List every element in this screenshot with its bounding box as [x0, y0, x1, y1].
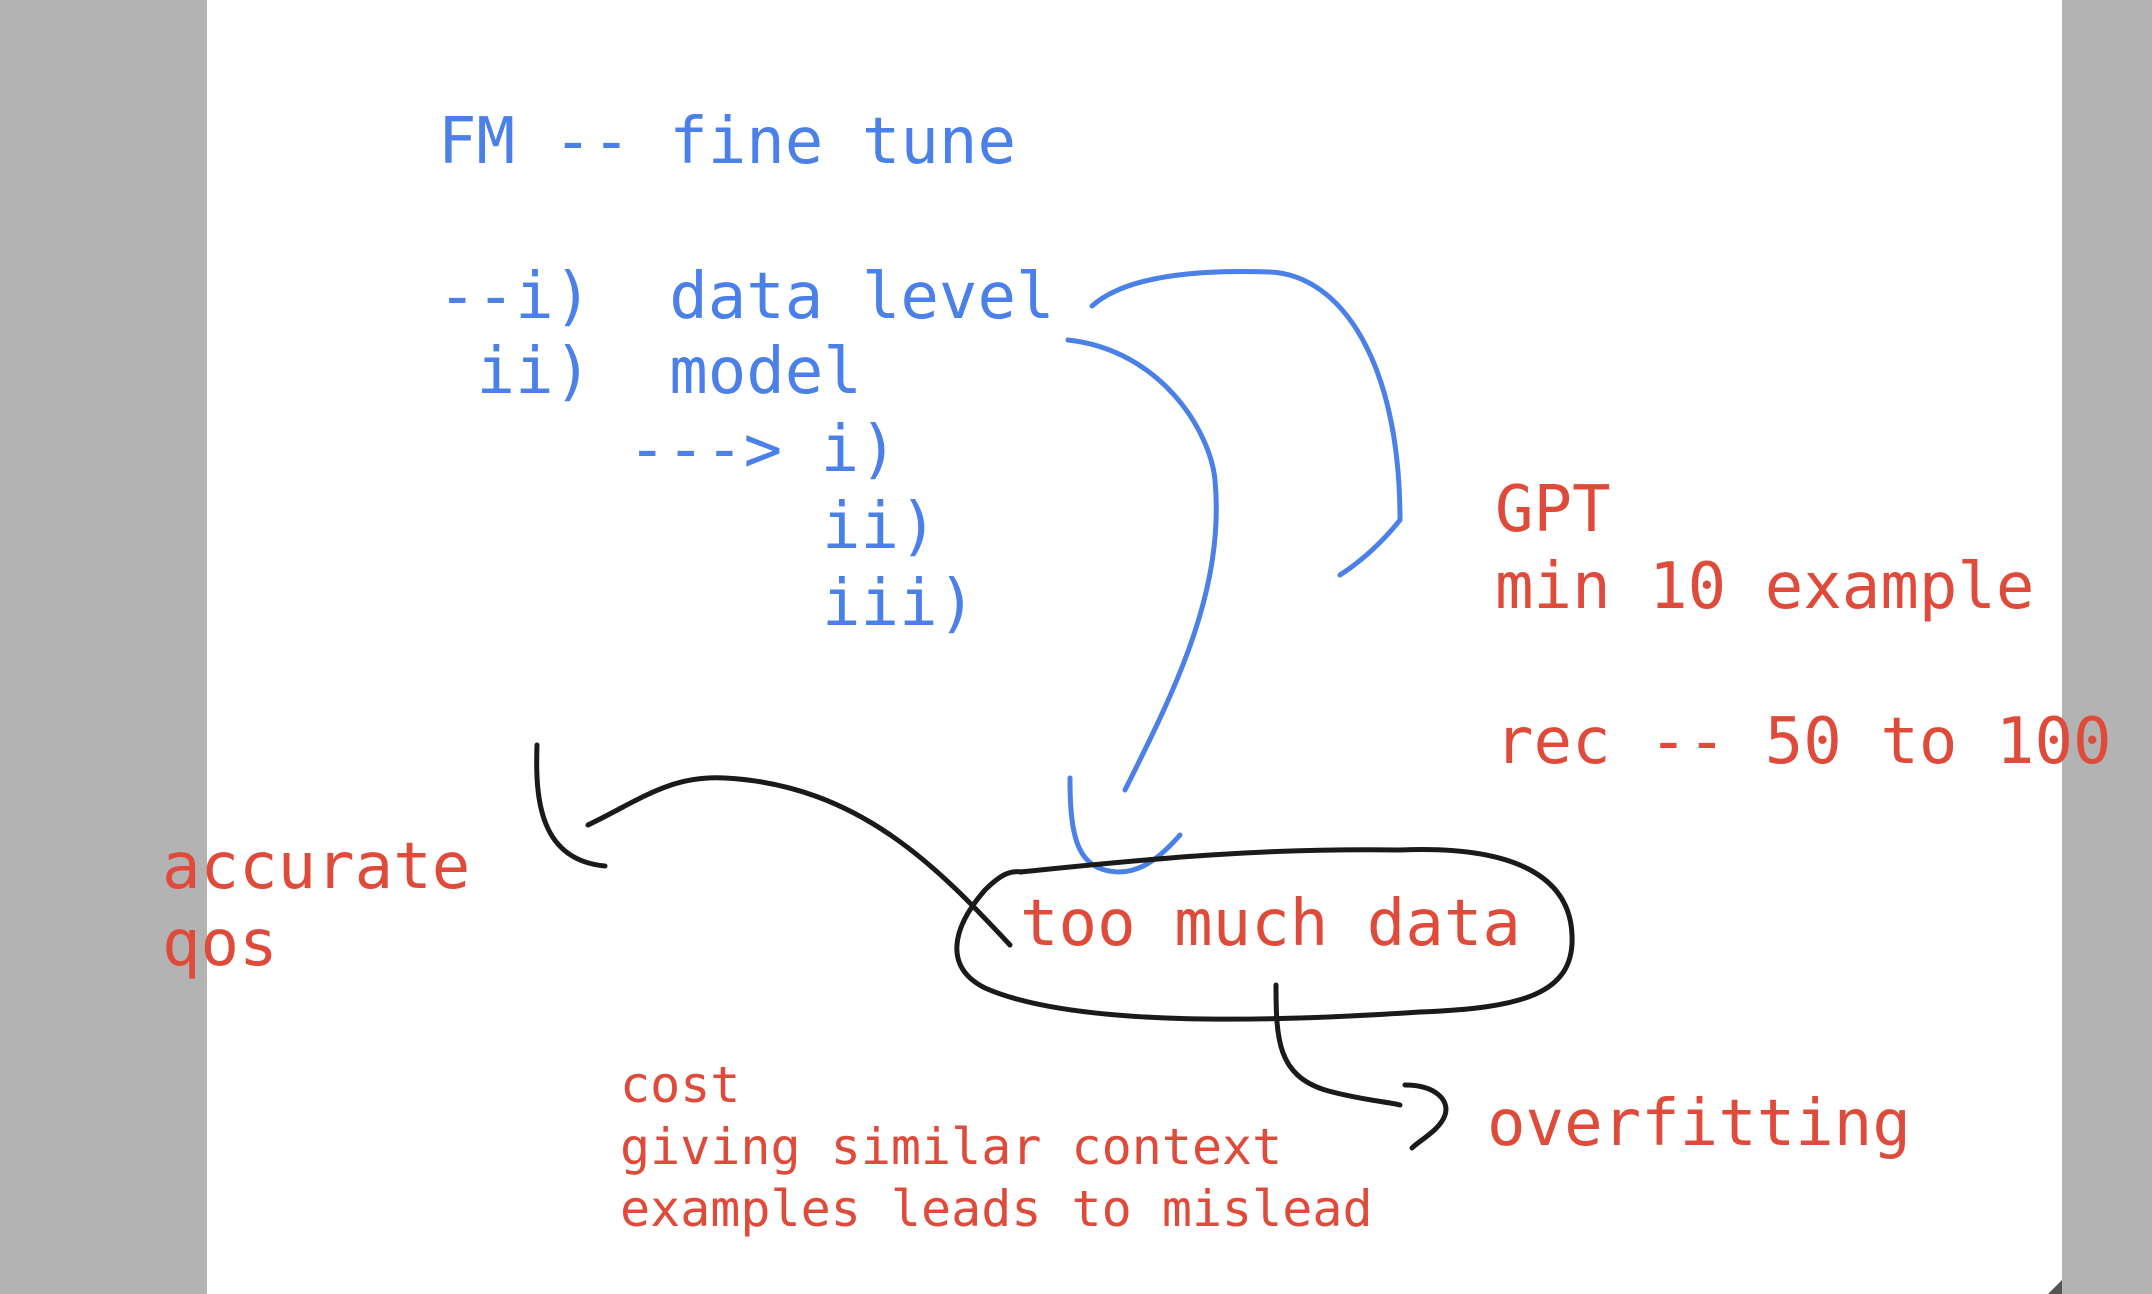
note-examples-mislead: examples leads to mislead [620, 1180, 1373, 1238]
note-model-subitem-2: ii) [822, 490, 938, 564]
note-qos: qos [162, 907, 278, 981]
note-model-subitem-3: iii) [822, 567, 977, 641]
page-corner-marker [2048, 1280, 2062, 1294]
note-data-level: --i) data level [438, 260, 1055, 334]
note-model-subitem-1: ---> i) [628, 413, 898, 487]
note-model: ii) model [438, 335, 862, 409]
note-gpt-label: GPT [1495, 473, 1611, 547]
note-too-much-data: too much data [1020, 887, 1521, 961]
note-title: FM -- fine tune [438, 105, 1016, 179]
note-overfitting: overfitting [1487, 1087, 1911, 1161]
note-gpt-recommended: rec -- 50 to 100 [1495, 705, 2112, 779]
note-gpt-min-examples: min 10 example [1495, 550, 2035, 624]
note-cost: cost [620, 1056, 741, 1114]
note-accurate: accurate [162, 830, 471, 904]
note-similar-context: giving similar context [620, 1118, 1283, 1176]
